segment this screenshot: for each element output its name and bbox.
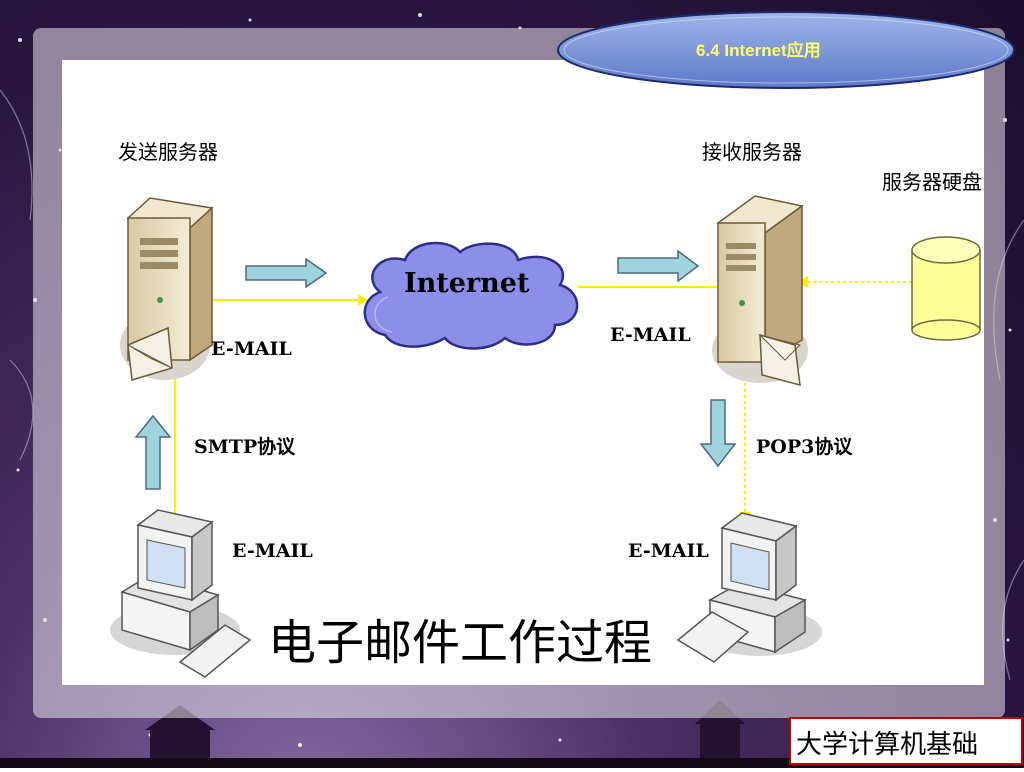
right-arrow-icon <box>245 257 328 289</box>
internet-cloud-icon <box>363 241 579 350</box>
course-label: 大学计算机基础 <box>796 730 979 760</box>
internet-label: Internet <box>404 268 530 299</box>
email-label-sender-pc: E-MAIL <box>232 540 313 562</box>
section-title: 6.4 Internet应用 <box>696 41 821 60</box>
send-server-icon <box>120 197 214 381</box>
right-arrow-icon <box>617 249 700 283</box>
email-label-send-server: E-MAIL <box>211 338 292 360</box>
section-title-oval <box>557 11 1015 89</box>
receive-server-icon <box>712 195 808 387</box>
link-arrowhead <box>358 294 368 306</box>
receiver-computer-icon <box>676 512 822 663</box>
smtp-protocol-label: SMTP协议 <box>194 436 296 458</box>
sender-computer-icon <box>110 509 252 678</box>
footer-box <box>789 717 1023 765</box>
link-arrowhead <box>798 276 808 288</box>
email-label-receiver-pc: E-MAIL <box>628 540 709 562</box>
send-server-label: 发送服务器 <box>118 140 218 164</box>
disk-label: 服务器硬盘 <box>882 170 982 194</box>
diagram-main-title: 电子邮件工作过程 <box>268 615 653 671</box>
down-arrow-icon <box>699 399 737 468</box>
email-label-receive-server: E-MAIL <box>610 324 691 346</box>
pop3-protocol-label: POP3协议 <box>756 436 853 458</box>
content-panel <box>62 60 984 685</box>
receive-server-label: 接收服务器 <box>702 140 802 164</box>
server-disk-icon <box>911 236 981 341</box>
up-arrow-icon <box>134 414 172 490</box>
